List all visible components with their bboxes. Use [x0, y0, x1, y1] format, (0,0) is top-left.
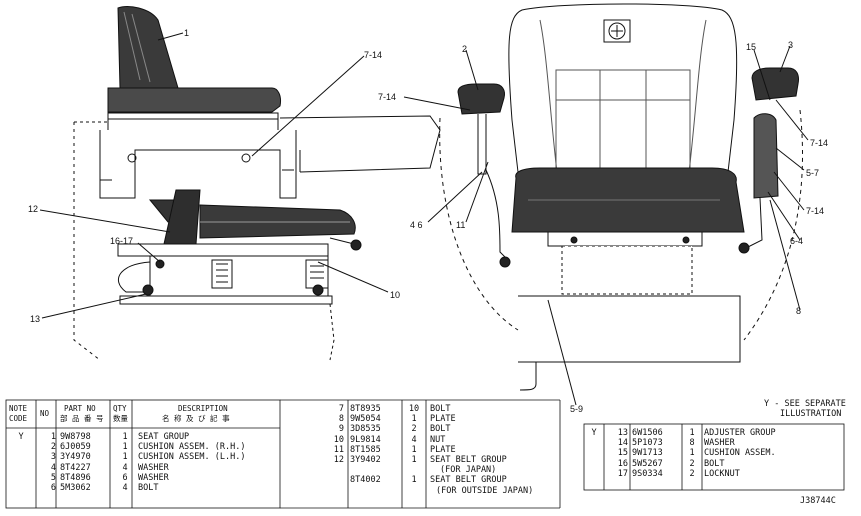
drawing-id: J38744C: [800, 496, 836, 506]
parts-table-3: Y 13 6W1506 1 ADJUSTER GROUP 14 5P1073 8…: [584, 428, 842, 479]
callout-7-14-left: 7-14: [364, 50, 383, 60]
see-separate-note-line1: Y - SEE SEPARATE: [764, 399, 846, 409]
callout-7-14-mid: 7-14: [378, 92, 397, 102]
parts-table-frames: [5, 399, 845, 509]
header-qty: QTY: [113, 404, 127, 413]
table-row: 15 9W1713 1 CUSHION ASSEM.: [617, 448, 776, 459]
callout-5-9: 5-9: [570, 404, 584, 414]
table-row: 8 9W5054 1 PLATE: [338, 414, 456, 425]
table-row: 16 5W5267 2 BOLT: [617, 458, 725, 469]
header-description: DESCRIPTION: [178, 404, 228, 413]
table-row: 12 3Y9402 1 SEAT BELT GROUP: [333, 454, 507, 465]
callout-7-14-right-1: 7-14: [810, 138, 829, 148]
table-row: (FOR OUTSIDE JAPAN): [436, 485, 534, 496]
parts-table-1: Y 1 9W8798 1 SEAT GROUP 2 6J0059 1 CUSHI…: [6, 432, 282, 493]
front-view-seat: [439, 3, 803, 391]
left-leader-lines: [39, 32, 389, 319]
callout-5-7: 5-7: [806, 168, 820, 178]
table-row: 10 9L9814 4 NUT: [333, 434, 446, 445]
table-row: (FOR JAPAN): [440, 465, 497, 476]
callout-12: 12: [28, 204, 39, 214]
callout-8: 8: [796, 306, 802, 316]
header-part-no: PART NO: [64, 404, 96, 413]
callout-2: 2: [462, 44, 468, 54]
table-row: 3 3Y4970 1 CUSHION ASSEM. (L.H.): [50, 452, 246, 463]
table-row: 5 8T4896 6 WASHER: [50, 472, 169, 483]
callout-10: 10: [390, 290, 401, 300]
callout-15: 15: [746, 42, 757, 52]
header-part-no-jp: 部 品 番 号: [60, 414, 104, 423]
table-row: 4 8T4227 4 WASHER: [50, 462, 169, 473]
table-row: 8T4002 1 SEAT BELT GROUP: [350, 475, 507, 486]
table-row: 14 5P1073 8 WASHER: [617, 438, 735, 449]
table-row: 7 8T8935 10 BOLT: [338, 404, 451, 414]
table-row: 6 5M3062 4 BOLT: [50, 482, 159, 493]
callout-13: 13: [30, 314, 41, 324]
callout-1: 1: [184, 28, 190, 38]
table-row: 2 6J0059 1 CUSHION ASSEM. (R.H.): [50, 442, 246, 453]
header-code: CODE: [9, 414, 28, 423]
callout-3: 3: [788, 40, 794, 50]
header-note: NOTE: [9, 404, 28, 413]
table-row: Y 1 9W8798 1 SEAT GROUP: [18, 432, 190, 442]
callout-4-6: 4 6: [410, 220, 423, 230]
callout-11: 11: [456, 220, 466, 230]
parts-table-2: 7 8T8935 10 BOLT 8 9W5054 1 PLATE 9 3D85…: [300, 404, 570, 496]
table-row: 11 8T1585 1 PLATE: [333, 444, 456, 455]
callout-16-17: 16-17: [110, 236, 134, 246]
side-view-seat: [73, 6, 441, 361]
callout-7-14-right-2: 7-14: [806, 206, 825, 216]
table-row: Y 13 6W1506 1 ADJUSTER GROUP: [591, 428, 776, 438]
header-no: NO: [40, 409, 50, 418]
right-leader-lines: [403, 45, 809, 406]
header-qty-jp: 数量: [113, 414, 128, 423]
table-row: 9 3D8535 2 BOLT: [338, 424, 451, 435]
header-description-jp: 名 称 及 び 記 事: [162, 414, 230, 423]
table-row: 17 9S0334 2 LOCKNUT: [617, 468, 740, 479]
callout-6-4: 6-4: [790, 236, 804, 246]
see-separate-note-line2: ILLUSTRATION: [780, 409, 842, 419]
